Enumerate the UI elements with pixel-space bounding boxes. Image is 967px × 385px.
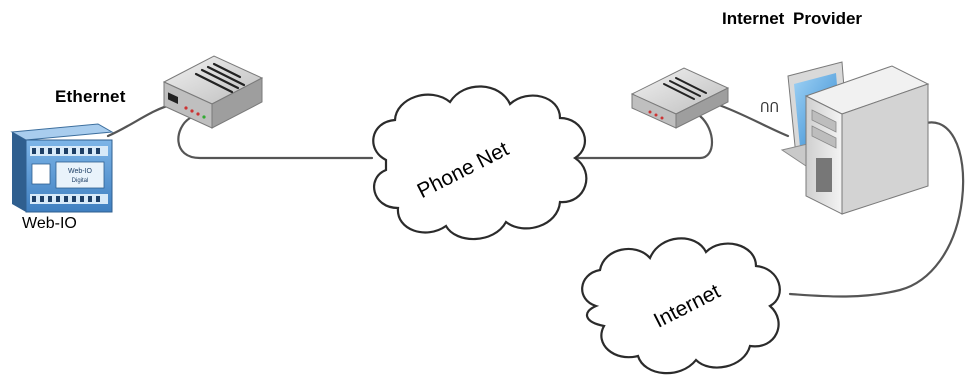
device-model-label: Digital — [72, 178, 89, 184]
web-io-label: Web-IO — [22, 215, 77, 232]
desktop-computer-icon — [780, 61, 930, 215]
ethernet-label: Ethernet — [55, 87, 126, 106]
router-icon — [162, 55, 264, 129]
phone-net-cloud-shape — [372, 85, 588, 241]
cable-modem-to-pc — [714, 102, 790, 138]
signal-icon: ՈՈ — [760, 101, 779, 116]
internet-provider-label: Internet Provider — [722, 9, 863, 28]
web-io-module-icon: Web-IO Digital — [10, 123, 114, 213]
internet-cloud-shape — [581, 237, 781, 375]
cable-webio-to-router — [106, 102, 176, 138]
cable-phone-net-to-modem — [570, 114, 713, 160]
internet-cloud: Internet — [581, 237, 781, 375]
phone-net-cloud: Phone Net — [372, 85, 588, 241]
cable-router-to-phone-net — [177, 116, 374, 160]
cable-pc-to-internet — [788, 121, 965, 298]
device-brand-label: Web-IO — [68, 168, 93, 175]
modem-icon — [630, 67, 730, 129]
